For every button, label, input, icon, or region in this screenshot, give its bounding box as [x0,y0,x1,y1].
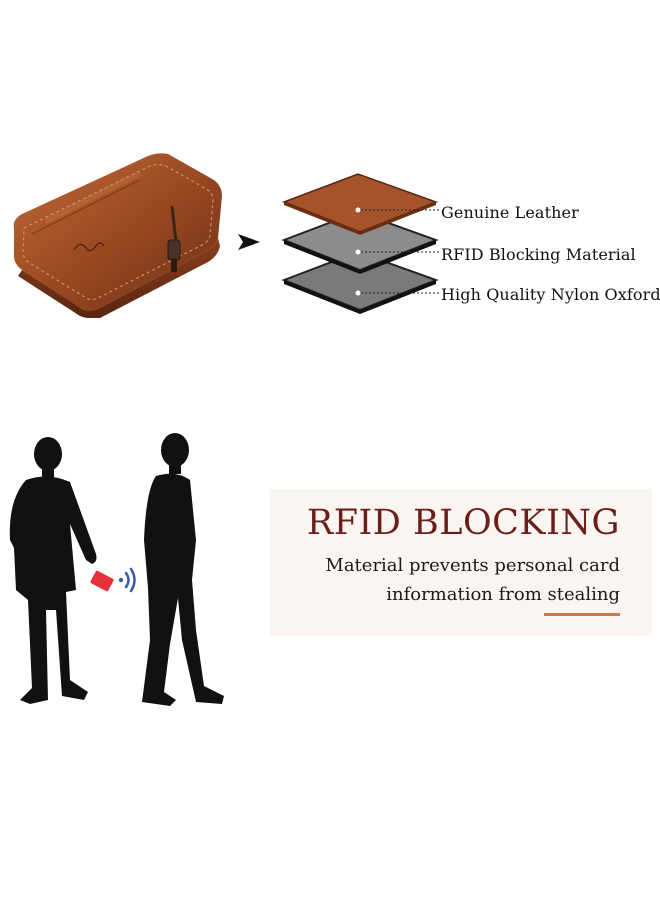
leather-layer [281,173,439,235]
wallet-image [13,153,222,318]
credit-card-icon [90,570,114,592]
rfid-subtitle-line2: information from stealing [386,584,620,605]
accent-divider [544,613,620,616]
arrow-right-icon [238,234,260,250]
rfid-title: RFID BLOCKING [306,503,620,543]
layer-label-nylon: High Quality Nylon Oxford [441,285,660,304]
layer-label-leather: Genuine Leather [441,203,579,222]
rfid-subtitle: Material prevents personal card informat… [290,551,620,609]
material-layers-diagram [281,173,439,314]
people-silhouette-illustration [9,433,224,706]
signal-waves-icon [118,567,136,593]
rfid-subtitle-line1: Material prevents personal card [325,555,620,576]
layer-label-rfid: RFID Blocking Material [441,245,636,264]
rfid-info-panel: RFID BLOCKING Material prevents personal… [270,489,652,636]
